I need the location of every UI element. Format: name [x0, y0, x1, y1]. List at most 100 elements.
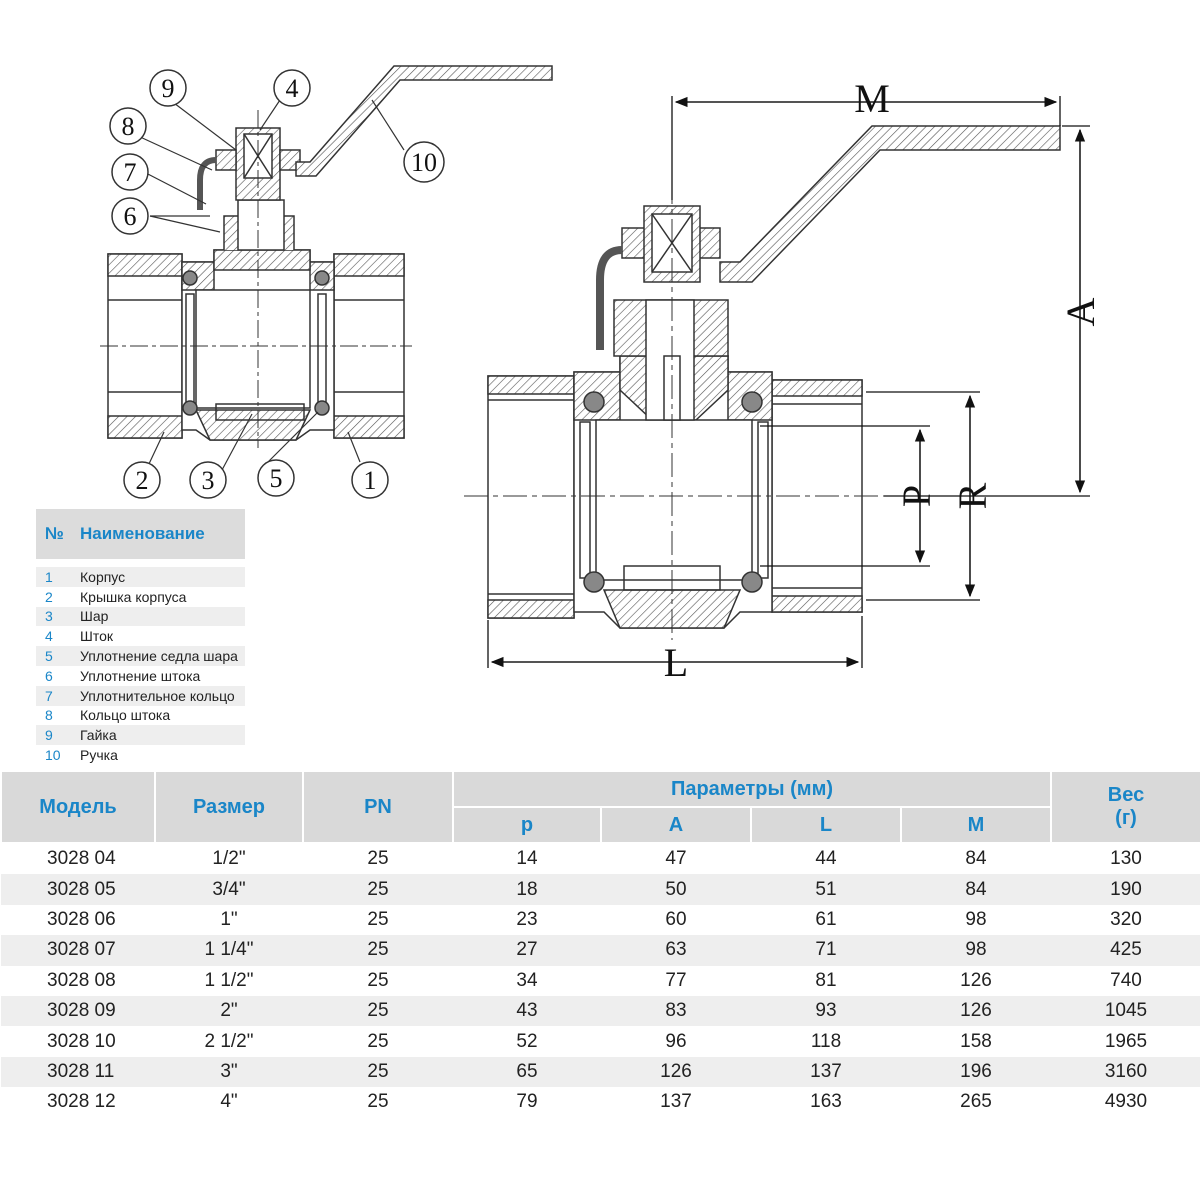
- dimension-labels: M A R P L: [664, 76, 1103, 685]
- table-cell: 3028 09: [1, 995, 155, 1027]
- table-cell: 14: [516, 848, 538, 870]
- table-cell: 43: [453, 995, 601, 1027]
- svg-text:2: 2: [136, 466, 149, 495]
- col-header-p: p: [452, 806, 602, 844]
- col-header-size: Размер: [154, 770, 304, 844]
- table-cell: 137: [660, 1091, 692, 1113]
- callouts: 9 4 8 7 6 10 2 3 5 1: [109, 69, 445, 499]
- dimension-lines: [487, 96, 1090, 668]
- table-cell: 98: [901, 935, 1051, 966]
- callout-4: 4: [273, 69, 311, 107]
- table-cell: 1965: [1104, 1030, 1148, 1052]
- callout-6: 6: [111, 197, 149, 235]
- svg-text:6: 6: [124, 202, 137, 231]
- table-cell: 51: [751, 874, 901, 905]
- table-cell: 47: [665, 848, 687, 870]
- table-cell: 3028 06: [47, 908, 116, 930]
- col-header-model: Модель: [0, 770, 156, 844]
- table-cell: 3028 11: [1, 1056, 155, 1088]
- table-cell: 63: [601, 935, 751, 966]
- table-cell: 34: [516, 969, 538, 991]
- dim-label-m: M: [854, 76, 890, 121]
- parts-header-name: Наименование: [80, 524, 205, 543]
- table-cell: 3028 07: [1, 935, 155, 966]
- table-cell: 425: [1051, 935, 1200, 966]
- parts-header-num: №: [45, 524, 64, 543]
- table-cell: 81: [815, 969, 837, 991]
- table-cell: 3028 10: [47, 1030, 116, 1052]
- svg-text:3: 3: [202, 466, 215, 495]
- callout-10: 10: [403, 141, 445, 183]
- table-cell: 96: [665, 1030, 687, 1052]
- table-cell: 25: [303, 1056, 453, 1088]
- table-cell: 50: [601, 874, 751, 905]
- callout-5: 5: [257, 459, 295, 497]
- table-cell: 130: [1110, 848, 1142, 870]
- parts-legend-header: № Наименование: [36, 509, 245, 559]
- table-cell: 79: [516, 1091, 538, 1113]
- table-cell: 320: [1110, 908, 1142, 930]
- table-cell: 1/2": [212, 848, 246, 870]
- col-header-params: Параметры (мм): [452, 770, 1052, 808]
- svg-text:5: 5: [270, 464, 283, 493]
- table-cell: 71: [751, 935, 901, 966]
- table-cell: 3028 05: [1, 874, 155, 905]
- table-cell: 3160: [1051, 1056, 1200, 1088]
- callout-9: 9: [149, 69, 187, 107]
- table-cell: 93: [751, 995, 901, 1027]
- dim-label-l: L: [664, 640, 688, 685]
- col-header-pn: PN: [302, 770, 454, 844]
- table-cell: 126: [901, 995, 1051, 1027]
- table-cell: 126: [601, 1056, 751, 1088]
- table-cell: 3028 08: [47, 969, 116, 991]
- valve-drawing: 9 4 8 7 6 10 2 3 5 1: [100, 65, 1103, 685]
- table-cell: 25: [303, 935, 453, 966]
- dim-label-a: A: [1058, 297, 1103, 326]
- callout-3: 3: [189, 461, 227, 499]
- table-cell: 3028 04: [47, 848, 116, 870]
- table-cell: 3/4": [155, 874, 303, 905]
- table-cell: 1045: [1051, 995, 1200, 1027]
- col-header-l: L: [750, 806, 902, 844]
- section-view: [100, 65, 553, 448]
- table-cell: 65: [453, 1056, 601, 1088]
- table-cell: 84: [901, 874, 1051, 905]
- callout-7: 7: [111, 153, 149, 191]
- table-cell: 23: [516, 908, 538, 930]
- svg-text:8: 8: [122, 112, 135, 141]
- table-cell: 77: [665, 969, 687, 991]
- table-cell: 740: [1110, 969, 1142, 991]
- table-cell: 126: [960, 969, 992, 991]
- dim-label-r: R: [950, 482, 995, 509]
- svg-text:9: 9: [162, 74, 175, 103]
- table-cell: 1": [220, 908, 238, 930]
- svg-text:1: 1: [364, 466, 377, 495]
- svg-text:7: 7: [124, 158, 137, 187]
- callout-1: 1: [351, 461, 389, 499]
- table-cell: 61: [815, 908, 837, 930]
- table-cell: 3028 12: [47, 1091, 116, 1113]
- col-header-m: M: [900, 806, 1052, 844]
- table-cell: 98: [965, 908, 987, 930]
- table-cell: 83: [601, 995, 751, 1027]
- table-cell: 60: [665, 908, 687, 930]
- table-cell: 44: [815, 848, 837, 870]
